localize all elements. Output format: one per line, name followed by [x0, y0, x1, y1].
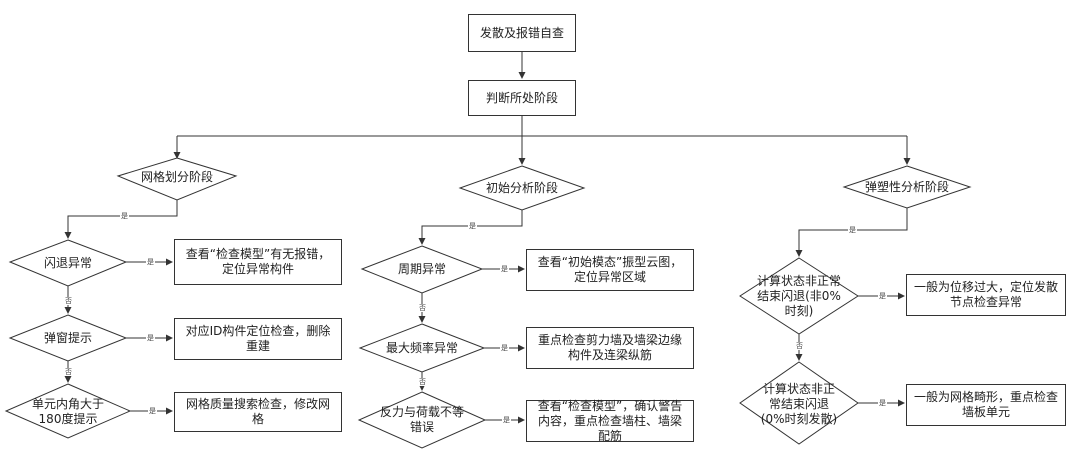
mesh-a1-text: 查看“检查模型”有无报错，定位异常构件 — [185, 247, 331, 276]
initial-a1-box: 查看“初始模态”振型云图，定位异常区域 — [526, 249, 694, 291]
label-yes: 是 — [146, 258, 155, 266]
initial-a2-text: 重点检查剪力墙及墙梁边缘构件及连梁纵筋 — [537, 333, 682, 362]
mesh-d2-text: 弹窗提示 — [43, 330, 92, 345]
initial-a2-box: 重点检查剪力墙及墙梁边缘构件及连梁纵筋 — [526, 327, 694, 369]
judge-box: 判断所处阶段 — [468, 80, 576, 116]
label-yes: 是 — [468, 222, 477, 230]
mesh-a3-text: 网格质量搜索检查，修改网格 — [185, 397, 330, 426]
label-yes: 是 — [502, 416, 511, 424]
label-no: 否 — [418, 304, 427, 312]
plastic-a1-box: 一般为位移过大，定位发散节点检查异常 — [906, 274, 1066, 316]
phase-mesh-label: 网格划分阶段 — [140, 169, 213, 184]
judge-text: 判断所处阶段 — [485, 90, 558, 105]
plastic-d2-text: 计算状态非正常结束闪退(0%时刻发散) — [760, 381, 838, 426]
label-no: 否 — [418, 378, 427, 386]
label-yes: 是 — [148, 407, 157, 415]
initial-d1-text: 周期异常 — [397, 261, 446, 276]
plastic-d2-diamond — [739, 361, 859, 445]
phase-plastic-label: 弹塑性分析阶段 — [864, 179, 949, 194]
label-no: 否 — [795, 342, 804, 350]
mesh-a3-box: 网格质量搜索检查，修改网格 — [174, 392, 342, 432]
mesh-a1-box: 查看“检查模型”有无报错，定位异常构件 — [174, 239, 342, 285]
label-yes: 是 — [848, 226, 857, 234]
label-yes: 是 — [878, 292, 887, 300]
initial-a3-box: 查看“检查模型”，确认警告内容，重点检查墙柱、墙梁配筋 — [526, 398, 694, 443]
initial-d2-text: 最大频率异常 — [385, 340, 458, 355]
label-yes: 是 — [500, 344, 509, 352]
label-yes: 是 — [120, 212, 129, 220]
initial-a3-text: 查看“检查模型”，确认警告内容，重点检查墙柱、墙梁配筋 — [537, 398, 683, 443]
start-text: 发散及报错自查 — [479, 25, 564, 40]
label-yes: 是 — [500, 265, 509, 273]
plastic-a2-box: 一般为网格畸形，重点检查墙板单元 — [906, 384, 1066, 426]
label-no: 否 — [64, 297, 73, 305]
label-yes: 是 — [146, 334, 155, 342]
plastic-a2-text: 一般为网格畸形，重点检查墙板单元 — [913, 390, 1058, 419]
start-box: 发散及报错自查 — [468, 14, 576, 52]
mesh-a2-box: 对应ID构件定位检查，删除重建 — [174, 318, 342, 360]
mesh-d1-text: 闪退异常 — [43, 255, 92, 270]
label-yes: 是 — [878, 399, 887, 407]
mesh-d3-text: 单元内角大于180度提示 — [31, 397, 104, 426]
plastic-a1-text: 一般为位移过大，定位发散节点检查异常 — [913, 280, 1058, 309]
phase-initial-label: 初始分析阶段 — [485, 180, 558, 195]
initial-a1-text: 查看“初始模态”振型云图，定位异常区域 — [537, 255, 683, 284]
mesh-a2-text: 对应ID构件定位检查，删除重建 — [185, 324, 331, 353]
initial-d3-diamond — [357, 391, 487, 449]
plastic-d1-text: 计算状态非正常结束闪退(非0%时刻) — [756, 273, 841, 318]
mesh-d3-diamond — [4, 383, 132, 439]
initial-d3-text: 反力与荷载不等错误 — [379, 405, 464, 434]
label-no: 否 — [64, 368, 73, 376]
